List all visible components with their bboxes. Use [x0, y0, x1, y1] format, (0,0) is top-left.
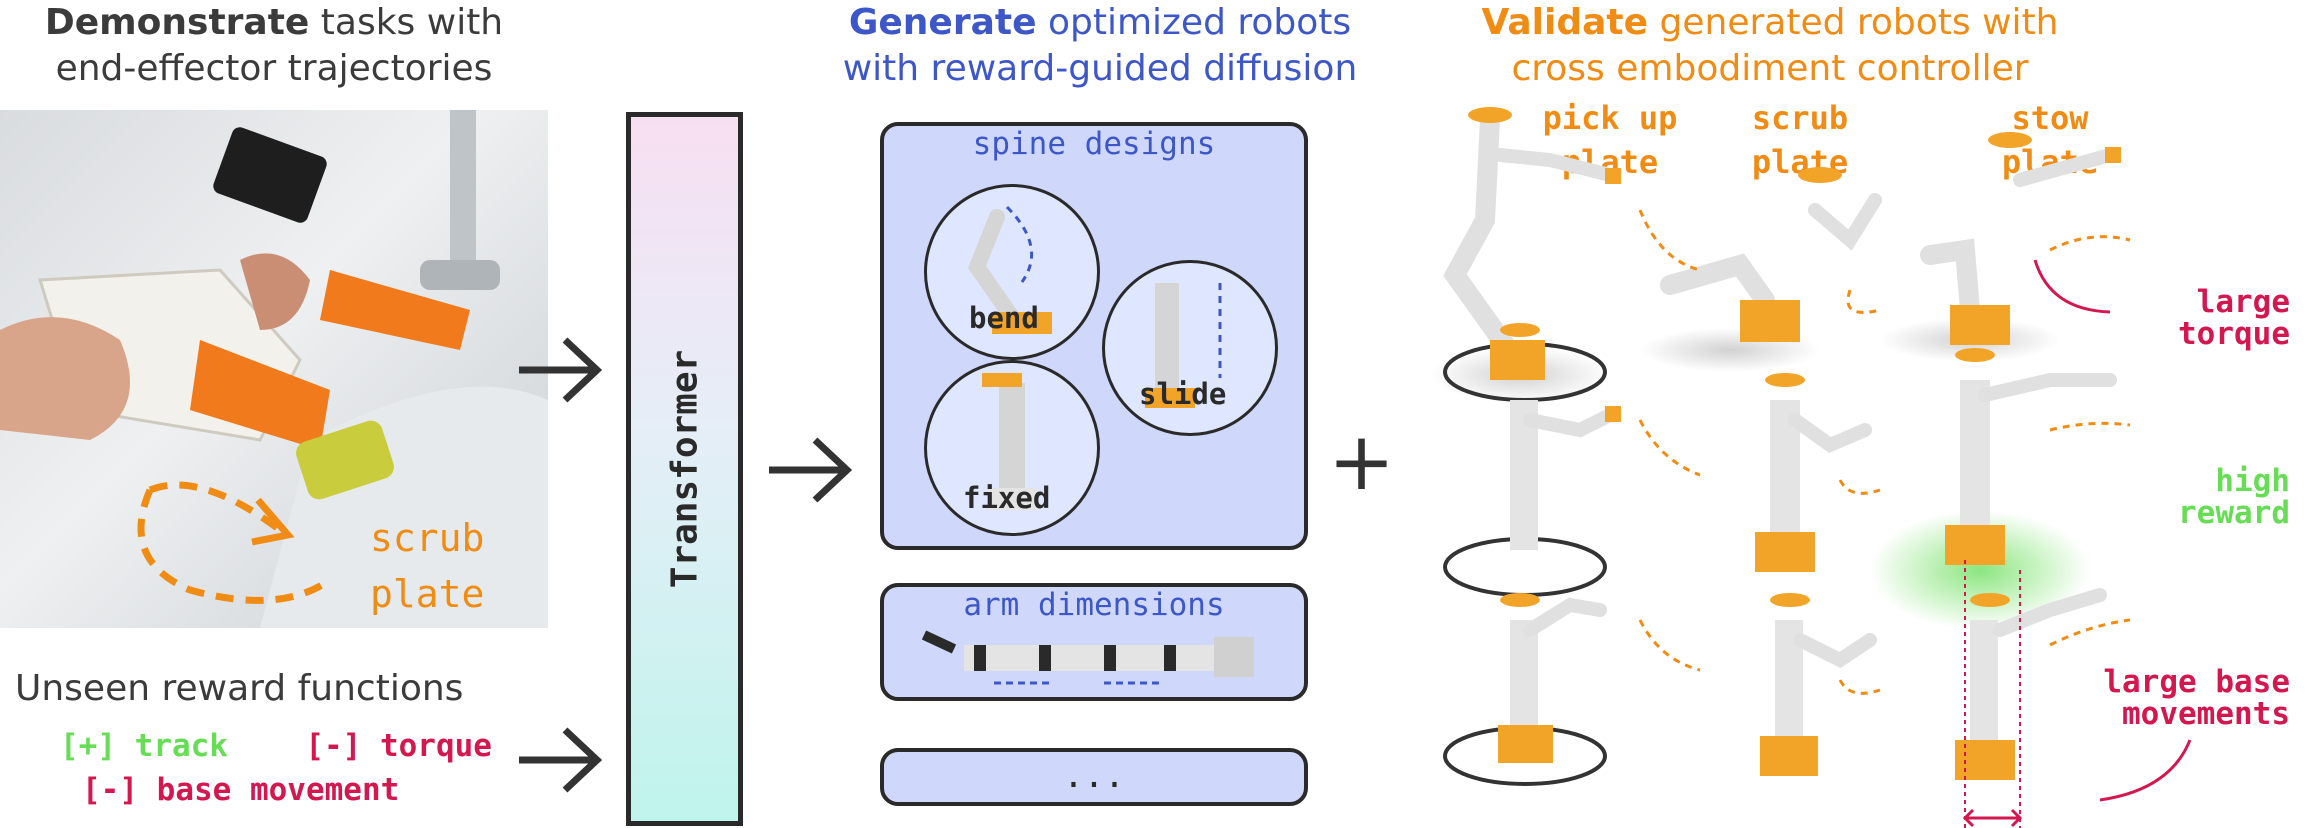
high-reward-glow — [1870, 510, 2090, 630]
reward-line1: high — [2215, 463, 2290, 499]
spine-bend-label: bend — [969, 301, 1039, 335]
demonstrate-line2: end-effector trajectories — [55, 48, 493, 89]
transformer-block: Transformer — [626, 112, 743, 826]
robot-pick-row1 — [1430, 107, 1621, 403]
plus-sign: + — [1328, 415, 1396, 508]
arrow-transformer-to-generate — [769, 437, 853, 503]
arm-dimensions-title: arm dimensions — [963, 587, 1225, 623]
robot-grid — [1430, 107, 2192, 828]
traj-stow-1 — [2049, 235, 2131, 252]
robot-scrub-row2 — [1755, 373, 1872, 572]
spine-designs-title: spine designs — [972, 126, 1216, 162]
arm-dimensions-panel: arm dimensions — [880, 583, 1308, 701]
demonstrate-heading: Demonstrate tasks with end-effector traj… — [0, 0, 548, 92]
robot-stow-row1 — [1880, 132, 2121, 362]
traj-pick-2 — [1638, 419, 1701, 477]
traj-stow-2 — [2049, 421, 2131, 432]
base-connector — [2099, 739, 2192, 802]
generate-heading: Generate optimized robots with reward-gu… — [800, 0, 1400, 92]
reward-track: [+] track — [60, 728, 228, 764]
transformer-label: Transformer — [664, 349, 705, 589]
spine-fixed-option: fixed — [924, 360, 1100, 536]
generate-rest: optimized robots — [1036, 2, 1352, 43]
photo-task-label: scrub plate — [370, 510, 484, 622]
demonstrate-rest: tasks with — [309, 2, 504, 43]
spine-fixed-label: fixed — [963, 481, 1051, 515]
more-options-ellipsis: ... — [1063, 756, 1125, 796]
task-scrub-line1: scrub — [1751, 99, 1849, 137]
photo-label-line1: scrub — [370, 516, 485, 560]
demonstration-photo: scrub plate — [0, 110, 548, 628]
photo-label-line2: plate — [370, 572, 485, 616]
large-torque-annotation: large torque — [2080, 286, 2290, 350]
validate-heading: Validate generated robots with cross emb… — [1420, 0, 2120, 92]
robot-pick-row2 — [1443, 323, 1621, 597]
reward-line2: reward — [2178, 495, 2290, 531]
base-line2: movements — [2122, 696, 2290, 732]
task-pick-up-plate: pick up plate — [1520, 96, 1700, 184]
arrow-reward-to-transformer — [519, 727, 603, 793]
reward-base: [-] base movement — [82, 772, 400, 808]
spine-slide-option: slide — [1102, 260, 1278, 436]
arm-dimension-illustration — [921, 630, 1254, 685]
traj-scrub-1 — [1846, 289, 1881, 314]
base-line1: large base — [2103, 664, 2290, 700]
torque-line1: large — [2196, 284, 2290, 320]
arrow-demo-to-transformer — [519, 337, 603, 403]
torque-connector — [2033, 259, 2111, 314]
spine-slide-label: slide — [1139, 377, 1227, 411]
base-range-arrow — [1962, 808, 2023, 828]
demonstration-illustration — [0, 110, 548, 628]
validate-rest: generated robots with — [1648, 2, 2059, 43]
fixed-spine-robot — [982, 373, 1037, 510]
traj-scrub-3 — [1838, 679, 1881, 695]
demonstrate-bold: Demonstrate — [44, 2, 310, 43]
unseen-heading: Unseen reward functions — [15, 668, 464, 709]
traj-pick-3 — [1638, 619, 1701, 672]
robot-stow-row2 — [1945, 348, 2117, 565]
robot-pick-row3 — [1443, 593, 1607, 786]
generate-bold: Generate — [848, 2, 1037, 43]
robot-scrub-row1 — [1640, 167, 1882, 372]
high-reward-annotation: high reward — [2080, 465, 2290, 529]
spine-designs-panel: spine designs bend slide fixed — [880, 122, 1308, 550]
spine-bend-option: bend — [924, 184, 1100, 360]
generate-line2: with reward-guided diffusion — [842, 48, 1358, 89]
reward-torque: [-] torque — [305, 728, 492, 764]
more-options-panel: ... — [880, 748, 1308, 806]
bend-spine-robot — [967, 205, 1052, 334]
large-base-movements-annotation: large base movements — [2050, 666, 2290, 730]
validate-bold: Validate — [1481, 2, 1649, 43]
torque-line2: torque — [2178, 316, 2290, 352]
validate-line2: cross embodiment controller — [1511, 48, 2029, 89]
traj-pick-1 — [1638, 209, 1701, 272]
task-pick-line1: pick up — [1542, 99, 1678, 137]
robot-scrub-row3 — [1760, 593, 1877, 776]
traj-scrub-2 — [1838, 479, 1881, 495]
reward-line-1: [+] track [-] torque — [60, 728, 492, 764]
slide-spine-robot — [1145, 283, 1222, 408]
task-stow-line1: stow — [2011, 99, 2089, 137]
traj-stow-3 — [2049, 618, 2131, 647]
